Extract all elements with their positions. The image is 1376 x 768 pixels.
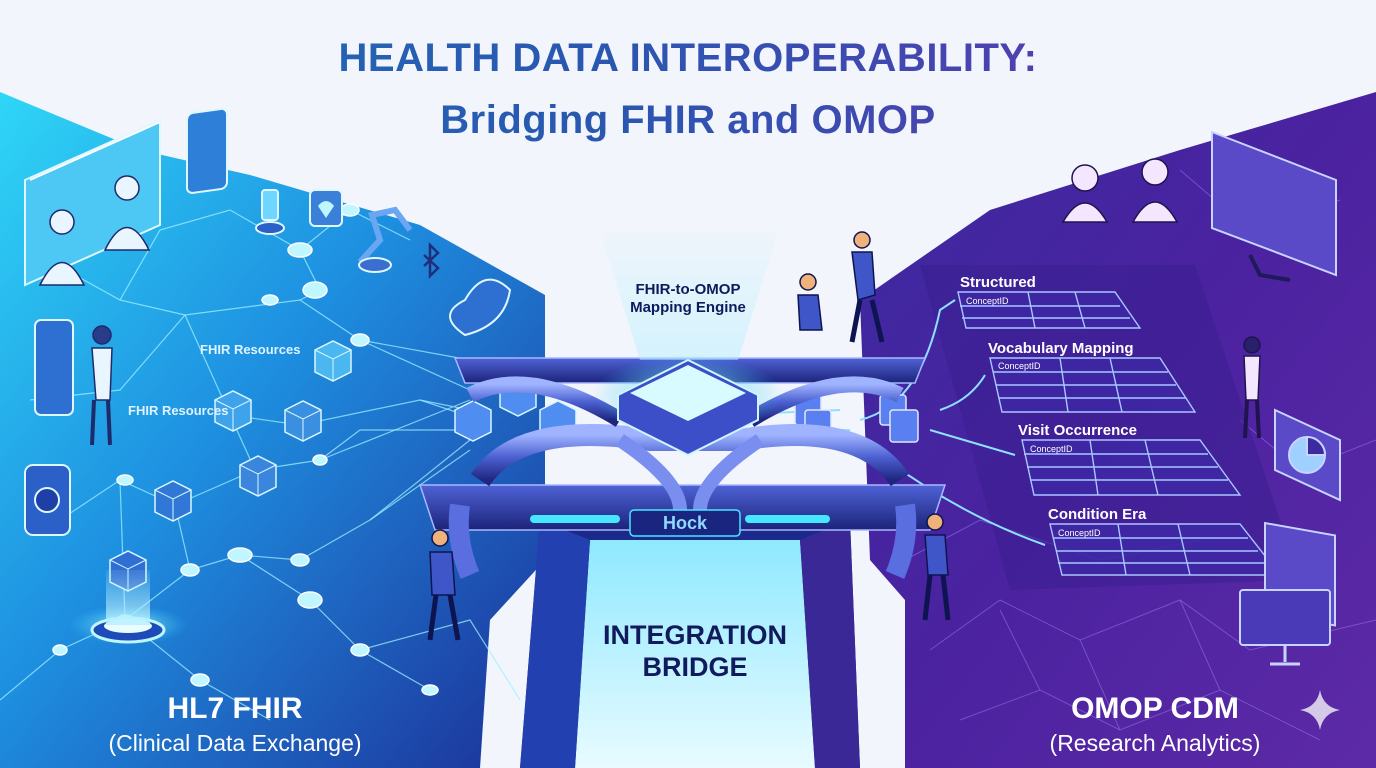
clinician-figures — [38, 175, 151, 446]
heart-icon — [449, 278, 512, 337]
omop-table-vocabulary — [989, 357, 1197, 413]
omop-table-structured — [957, 291, 1142, 329]
bridge-label-line-1: INTEGRATION — [603, 620, 787, 650]
integration-bridge — [418, 232, 947, 579]
cube-icon — [314, 340, 352, 382]
cube-icon — [454, 400, 492, 442]
omop-table-condition — [1049, 523, 1282, 576]
fhir-resources-label: FHIR Resources — [128, 403, 229, 418]
table-column-conceptid: ConceptID — [1058, 528, 1101, 538]
bridge-sign-text: Hock — [662, 513, 707, 533]
omop-table-visit — [1021, 439, 1242, 496]
tablet-icon — [34, 319, 74, 416]
mapping-engine-label: FHIR-to-OMOP Mapping Engine — [630, 281, 746, 316]
fhir-resources-label: FHIR Resources — [200, 342, 301, 357]
clinician-window — [24, 118, 161, 287]
analyst-figures — [1061, 158, 1261, 439]
analytics-monitors — [1211, 130, 1341, 666]
glowing-pedestal — [68, 570, 188, 645]
table-title-visit: Visit Occurrence — [1018, 422, 1137, 439]
bridge-label-line-2: BRIDGE — [642, 652, 748, 682]
title-line-1: HEALTH DATA INTEROPERABILITY: — [0, 36, 1376, 81]
sparkle-icon — [1300, 690, 1340, 730]
cube-icon — [239, 455, 277, 497]
table-column-conceptid: ConceptID — [966, 296, 1009, 306]
fhir-subtitle: (Clinical Data Exchange) — [108, 730, 362, 756]
table-column-conceptid: ConceptID — [998, 361, 1041, 371]
cube-icon — [284, 400, 322, 442]
cube-icon — [154, 480, 192, 522]
fhir-devices — [24, 107, 512, 536]
omop-tables — [957, 291, 1282, 576]
omop-table-panel — [920, 265, 1300, 590]
table-title-structured: Structured — [960, 274, 1036, 291]
cube-icon — [214, 390, 252, 432]
omop-title: OMOP CDM — [1071, 692, 1239, 725]
bridge-sign — [629, 509, 741, 537]
omop-subtitle: (Research Analytics) — [1049, 730, 1261, 756]
monitor-chart-icon — [1211, 130, 1337, 277]
fhir-title: HL7 FHIR — [167, 692, 303, 725]
table-title-vocabulary: Vocabulary Mapping — [988, 340, 1134, 357]
table-column-conceptid: ConceptID — [1030, 444, 1073, 454]
bridge-workers — [427, 231, 951, 641]
bluetooth-icon — [423, 241, 440, 280]
title-line-2: Bridging FHIR and OMOP — [0, 98, 1376, 143]
table-title-condition: Condition Era — [1048, 506, 1147, 523]
monitor-chart-icon — [1239, 589, 1331, 646]
smartphone-icon — [186, 107, 228, 194]
robot-arm-icon — [357, 206, 413, 265]
